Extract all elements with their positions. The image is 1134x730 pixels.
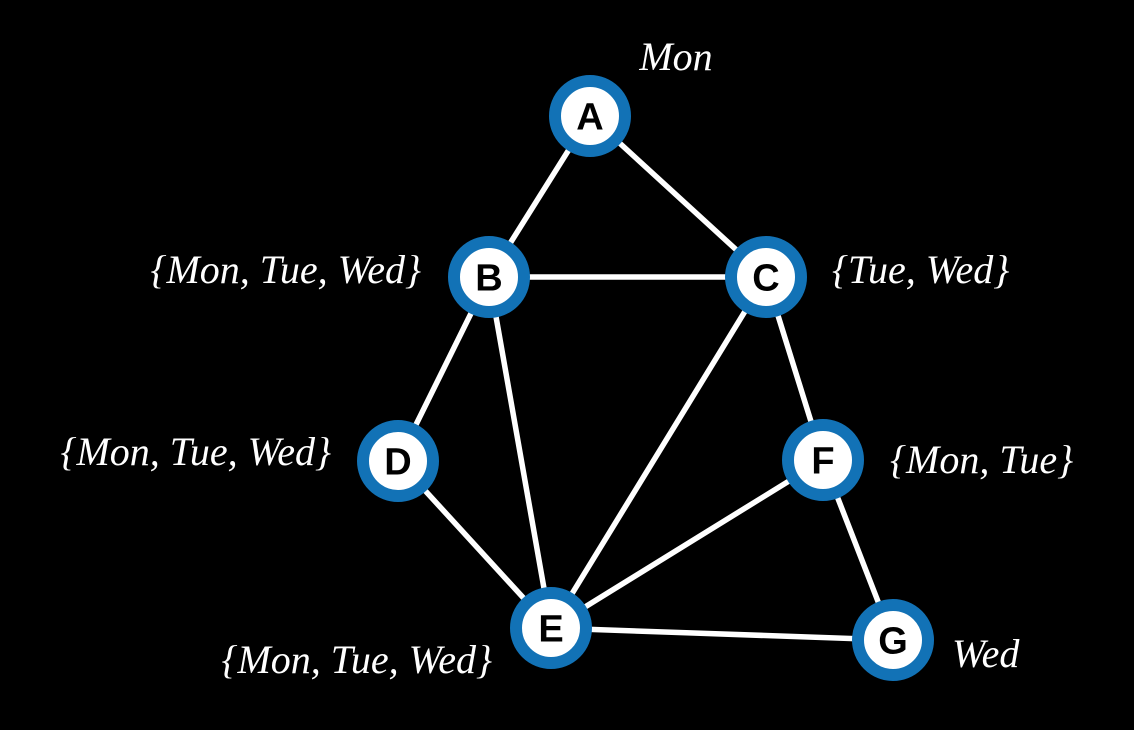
node-B-letter: B bbox=[475, 258, 502, 300]
node-F-circle bbox=[782, 419, 864, 501]
node-B: B bbox=[448, 236, 530, 318]
node-E-letter: E bbox=[538, 609, 563, 651]
edge-C-E bbox=[548, 274, 769, 631]
edge-B-E bbox=[486, 274, 554, 631]
node-E-circle bbox=[510, 587, 592, 669]
node-G-letter: G bbox=[878, 621, 908, 663]
node-C-domain-label: {Tue, Wed} bbox=[832, 247, 1009, 292]
edge-E-G bbox=[548, 625, 896, 643]
nodes-layer: A B C D E F G bbox=[357, 75, 934, 681]
node-A-letter: A bbox=[576, 97, 603, 139]
node-G-domain-label: Wed bbox=[952, 631, 1020, 676]
node-F-domain-label: {Mon, Tue} bbox=[890, 437, 1073, 482]
node-A-domain-label: Mon bbox=[638, 34, 712, 79]
node-D-domain-label: {Mon, Tue, Wed} bbox=[60, 429, 331, 474]
node-D-letter: D bbox=[384, 442, 411, 484]
edge-E-F bbox=[548, 457, 826, 631]
node-B-circle bbox=[448, 236, 530, 318]
node-C: C bbox=[725, 236, 807, 318]
node-E-domain-label: {Mon, Tue, Wed} bbox=[221, 637, 492, 682]
node-C-circle bbox=[725, 236, 807, 318]
node-B-domain-label: {Mon, Tue, Wed} bbox=[150, 247, 421, 292]
node-E: E bbox=[510, 587, 592, 669]
node-G: G bbox=[852, 599, 934, 681]
edges-layer bbox=[395, 113, 896, 643]
node-F: F bbox=[782, 419, 864, 501]
node-F-letter: F bbox=[811, 441, 834, 483]
node-A: A bbox=[549, 75, 631, 157]
node-D: D bbox=[357, 420, 439, 502]
node-D-circle bbox=[357, 420, 439, 502]
node-C-letter: C bbox=[752, 258, 779, 300]
node-G-circle bbox=[852, 599, 934, 681]
labels-layer: Mon {Mon, Tue, Wed} {Tue, Wed} {Mon, Tue, W… bbox=[60, 34, 1073, 682]
node-A-circle bbox=[549, 75, 631, 157]
